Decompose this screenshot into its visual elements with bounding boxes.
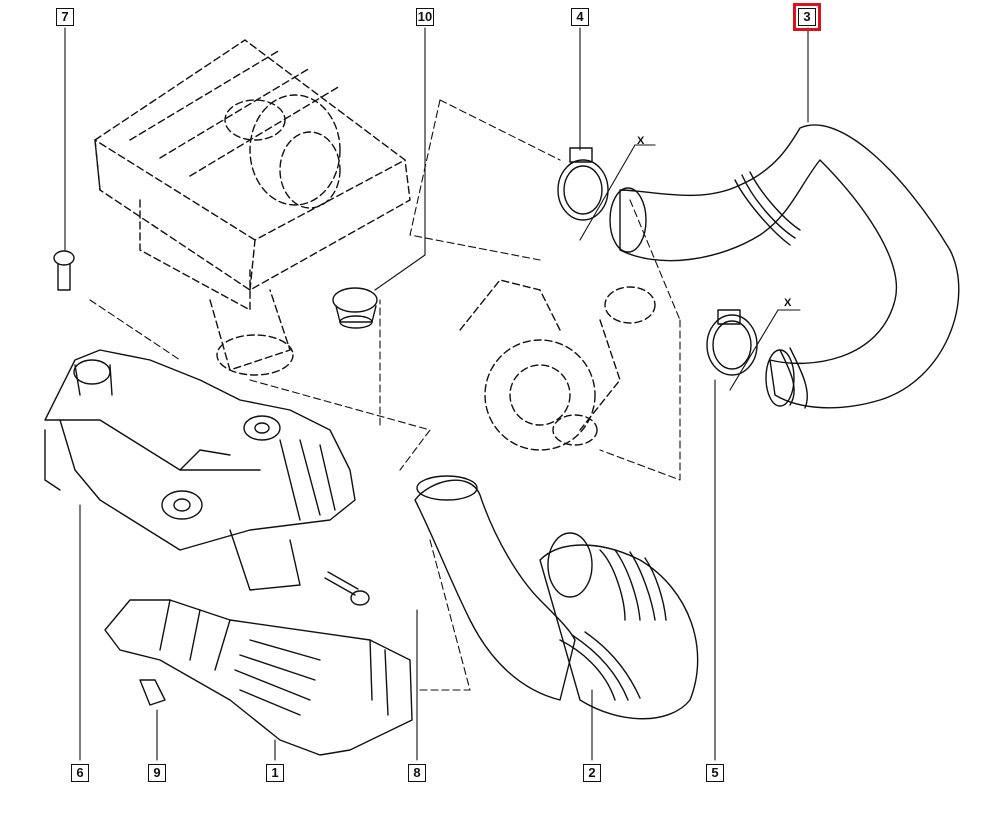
callout-4[interactable]: 4: [571, 8, 589, 26]
hose-2: [414, 475, 699, 720]
callout-9[interactable]: 9: [148, 764, 166, 782]
screw-7: [53, 250, 75, 291]
callout-leaders: [64, 27, 809, 761]
callout-10[interactable]: 10: [416, 8, 434, 26]
callout-3-highlighted[interactable]: 3: [793, 3, 821, 31]
turbocharger-outline: [459, 279, 656, 451]
callout-2[interactable]: 2: [583, 764, 601, 782]
grommet-10: [332, 287, 378, 329]
heat-shield-guard: [104, 599, 413, 756]
callout-5[interactable]: 5: [706, 764, 724, 782]
dimension-x-upper: [579, 144, 656, 241]
dimension-label-x-lower: X: [784, 297, 792, 309]
hose-clamp-5: [706, 309, 758, 376]
dimension-label-x-upper: X: [637, 135, 645, 147]
air-filter-box: [94, 39, 411, 376]
leader-lines: [89, 99, 681, 691]
hose-3: [609, 124, 960, 409]
screw-bolt-8: [324, 571, 370, 606]
callout-1[interactable]: 1: [266, 764, 284, 782]
hose-clamp-4: [557, 147, 609, 221]
air-inlet-duct: [44, 349, 356, 591]
callout-6[interactable]: 6: [71, 764, 89, 782]
clip-part-9: [139, 679, 166, 706]
callout-7[interactable]: 7: [56, 8, 74, 26]
dimension-x-lower: [729, 309, 801, 391]
callout-8[interactable]: 8: [408, 764, 426, 782]
